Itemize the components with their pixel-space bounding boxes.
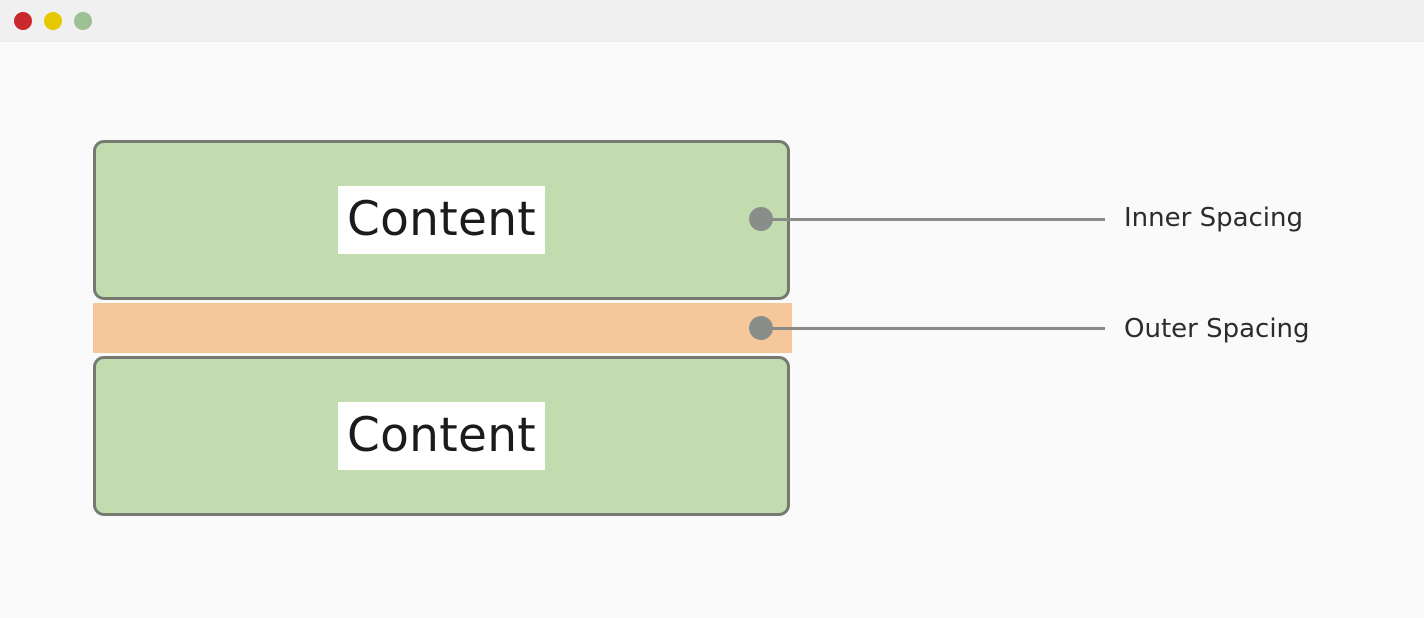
content-box-bottom: Content (93, 356, 790, 516)
inner-spacing-leader-line (761, 218, 1105, 221)
traffic-light-buttons (14, 12, 92, 30)
content-label-top: Content (337, 186, 546, 254)
content-box-top: Content (93, 140, 790, 300)
close-traffic-light-icon[interactable] (14, 12, 32, 30)
inner-spacing-dot-icon (749, 207, 773, 231)
diagram-canvas: Content Content Inner Spacing Outer Spac… (0, 42, 1424, 618)
content-label-bottom: Content (337, 402, 546, 470)
outer-spacing-leader-line (761, 327, 1105, 330)
outer-spacing-label: Outer Spacing (1124, 314, 1310, 344)
outer-spacing-dot-icon (749, 316, 773, 340)
outer-spacing-band (93, 303, 792, 353)
window-titlebar (0, 0, 1424, 42)
inner-spacing-label: Inner Spacing (1124, 203, 1304, 233)
maximize-traffic-light-icon[interactable] (74, 12, 92, 30)
minimize-traffic-light-icon[interactable] (44, 12, 62, 30)
